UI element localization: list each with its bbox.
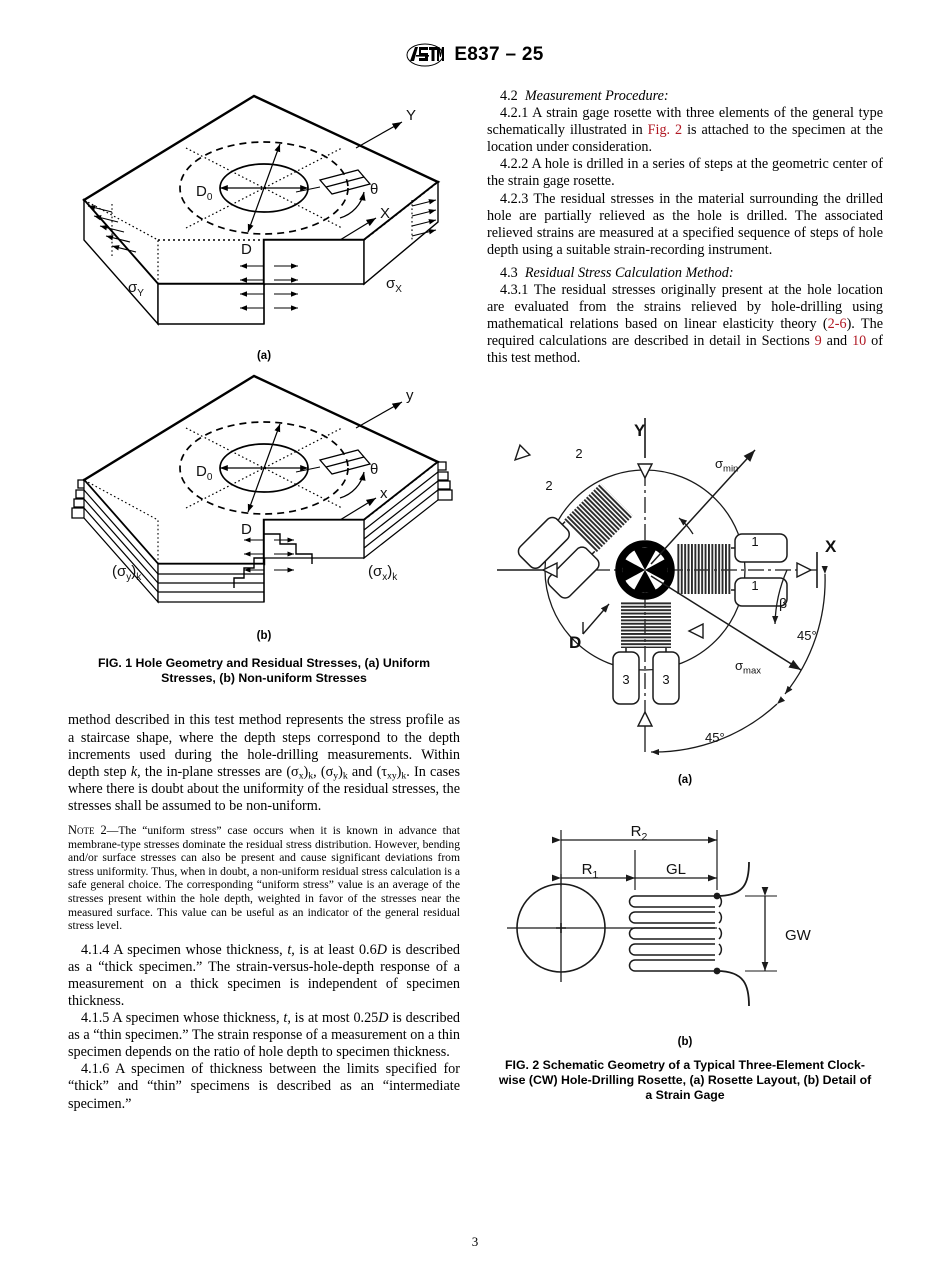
figure-1-caption-line2: Stresses, (b) Non-uniform Stresses	[161, 671, 367, 686]
paragraph-4-2-3: 4.2.3 The residual stresses in the mater…	[487, 190, 883, 258]
fig2a-gage-1-tab-b: 1	[751, 578, 758, 593]
figure-2a: Y X D 1 1 3 3 2 2 σmin σmax β 45° 45° (a…	[487, 412, 883, 786]
figure-2b: R2 R1 GL GW (b)	[487, 794, 883, 1048]
astm-logo-icon	[406, 42, 445, 68]
figure-1-caption-line1: FIG. 1 Hole Geometry and Residual Stress…	[97, 656, 431, 670]
figure-1b: y x D0 D θ (σy)k (σx)k (b)	[68, 368, 460, 642]
figure-1b-sublabel: (b)	[256, 630, 272, 642]
figure-2b-sublabel: (b)	[677, 1035, 693, 1048]
figure-1a-sublabel: (a)	[256, 350, 272, 362]
left-column: Y X D0 D θ σY σX (a)	[68, 88, 460, 1113]
fig2a-gage-2-tab-b: 2	[545, 478, 552, 493]
fig2a-label-sigma-min: σmin	[715, 456, 738, 475]
fig1a-label-d0: D0	[196, 183, 213, 203]
fig2b-label-r2: R2	[631, 823, 648, 843]
fig2a-label-angle-45-upper: 45°	[797, 628, 817, 643]
xref-fig-2[interactable]: Fig. 2	[647, 122, 683, 139]
fig2a-gage-3-tab-b: 3	[662, 672, 669, 687]
fig2a-label-axis-x: X	[825, 537, 837, 556]
fig1b-label-d: D	[241, 521, 252, 538]
fig1a-label-theta: θ	[370, 181, 378, 198]
paragraph-4-2-2: 4.2.2 A hole is drilled in a series of s…	[487, 156, 883, 190]
figure-1-caption: FIG. 1 Hole Geometry and Residual Stress…	[68, 656, 460, 686]
paragraph-4-2-1: 4.2.1 A strain gage rosette with three e…	[487, 105, 883, 156]
fig1a-label-d: D	[241, 241, 252, 258]
right-column: 4.2 Measurement Procedure: 4.2.1 A strai…	[487, 88, 883, 1103]
fig1b-label-axis-x: x	[380, 485, 388, 502]
paragraph-4-1-4: 4.1.4 A specimen whose thickness, t, is …	[68, 941, 461, 1009]
section-4-3-heading: 4.3 Residual Stress Calculation Method:	[500, 264, 734, 281]
figure-2-caption-line3: a Strain Gage	[645, 1087, 725, 1102]
page-header: E837 – 25	[0, 42, 950, 68]
paragraph-4-1-6: 4.1.6 A specimen of thickness between th…	[68, 1061, 460, 1112]
fig1b-label-sigma-x-k: (σx)k	[368, 563, 398, 583]
fig2b-label-gl: GL	[666, 861, 686, 878]
fig2a-label-sigma-max: σmax	[735, 658, 761, 677]
figure-2-caption-line1: FIG. 2 Schematic Geometry of a Typical T…	[505, 1057, 865, 1072]
fig1b-label-theta: θ	[370, 461, 378, 478]
fig1a-label-sigma-y: σY	[128, 279, 144, 299]
section-4-2-heading: 4.2 Measurement Procedure:	[500, 88, 669, 104]
paragraph-4-3-1: 4.3.1 The residual stresses originally p…	[487, 282, 883, 367]
note-2: Note 2—The “uniform stress” case occurs …	[68, 822, 460, 933]
fig1a-label-sigma-x: σX	[386, 275, 402, 295]
fig1b-label-d0: D0	[196, 463, 213, 483]
fig2a-label-axis-y: Y	[634, 421, 646, 440]
figure-2-caption: FIG. 2 Schematic Geometry of a Typical T…	[487, 1058, 883, 1104]
fig1a-label-axis-y: Y	[406, 107, 416, 124]
fig2a-gage-2-tab-a: 2	[575, 446, 582, 461]
xref-refs-2-6[interactable]: 2-6	[827, 316, 847, 333]
fig2a-gage-1-tab-a: 1	[751, 534, 758, 549]
page-title: E837 – 25	[454, 44, 544, 65]
fig1a-label-axis-x: X	[380, 205, 390, 222]
xref-section-10[interactable]: 10	[852, 333, 867, 350]
fig1b-label-axis-y: y	[406, 387, 414, 404]
fig2b-label-gw: GW	[785, 927, 812, 944]
fig2b-label-r1: R1	[582, 861, 599, 881]
left-body-text: method described in this test method rep…	[68, 712, 460, 1112]
paragraph-continued: method described in this test method rep…	[68, 712, 460, 814]
figure-2a-sublabel: (a)	[677, 773, 693, 786]
fig2a-label-beta: β	[779, 595, 787, 611]
fig2a-gage-3-tab-a: 3	[622, 672, 629, 687]
fig1b-label-sigma-y-k: (σy)k	[112, 563, 142, 583]
fig2a-label-angle-45-lower: 45°	[705, 730, 725, 745]
fig2a-label-hole-d: D	[569, 633, 581, 652]
page-number: 3	[471, 1234, 479, 1249]
figure-2-caption-line2: wise (CW) Hole-Drilling Rosette, (a) Ros…	[498, 1072, 872, 1087]
figure-1a: Y X D0 D θ σY σX (a)	[68, 88, 460, 362]
paragraph-4-1-5: 4.1.5 A specimen whose thickness, t, is …	[68, 1010, 461, 1061]
xref-section-9[interactable]: 9	[814, 333, 822, 350]
